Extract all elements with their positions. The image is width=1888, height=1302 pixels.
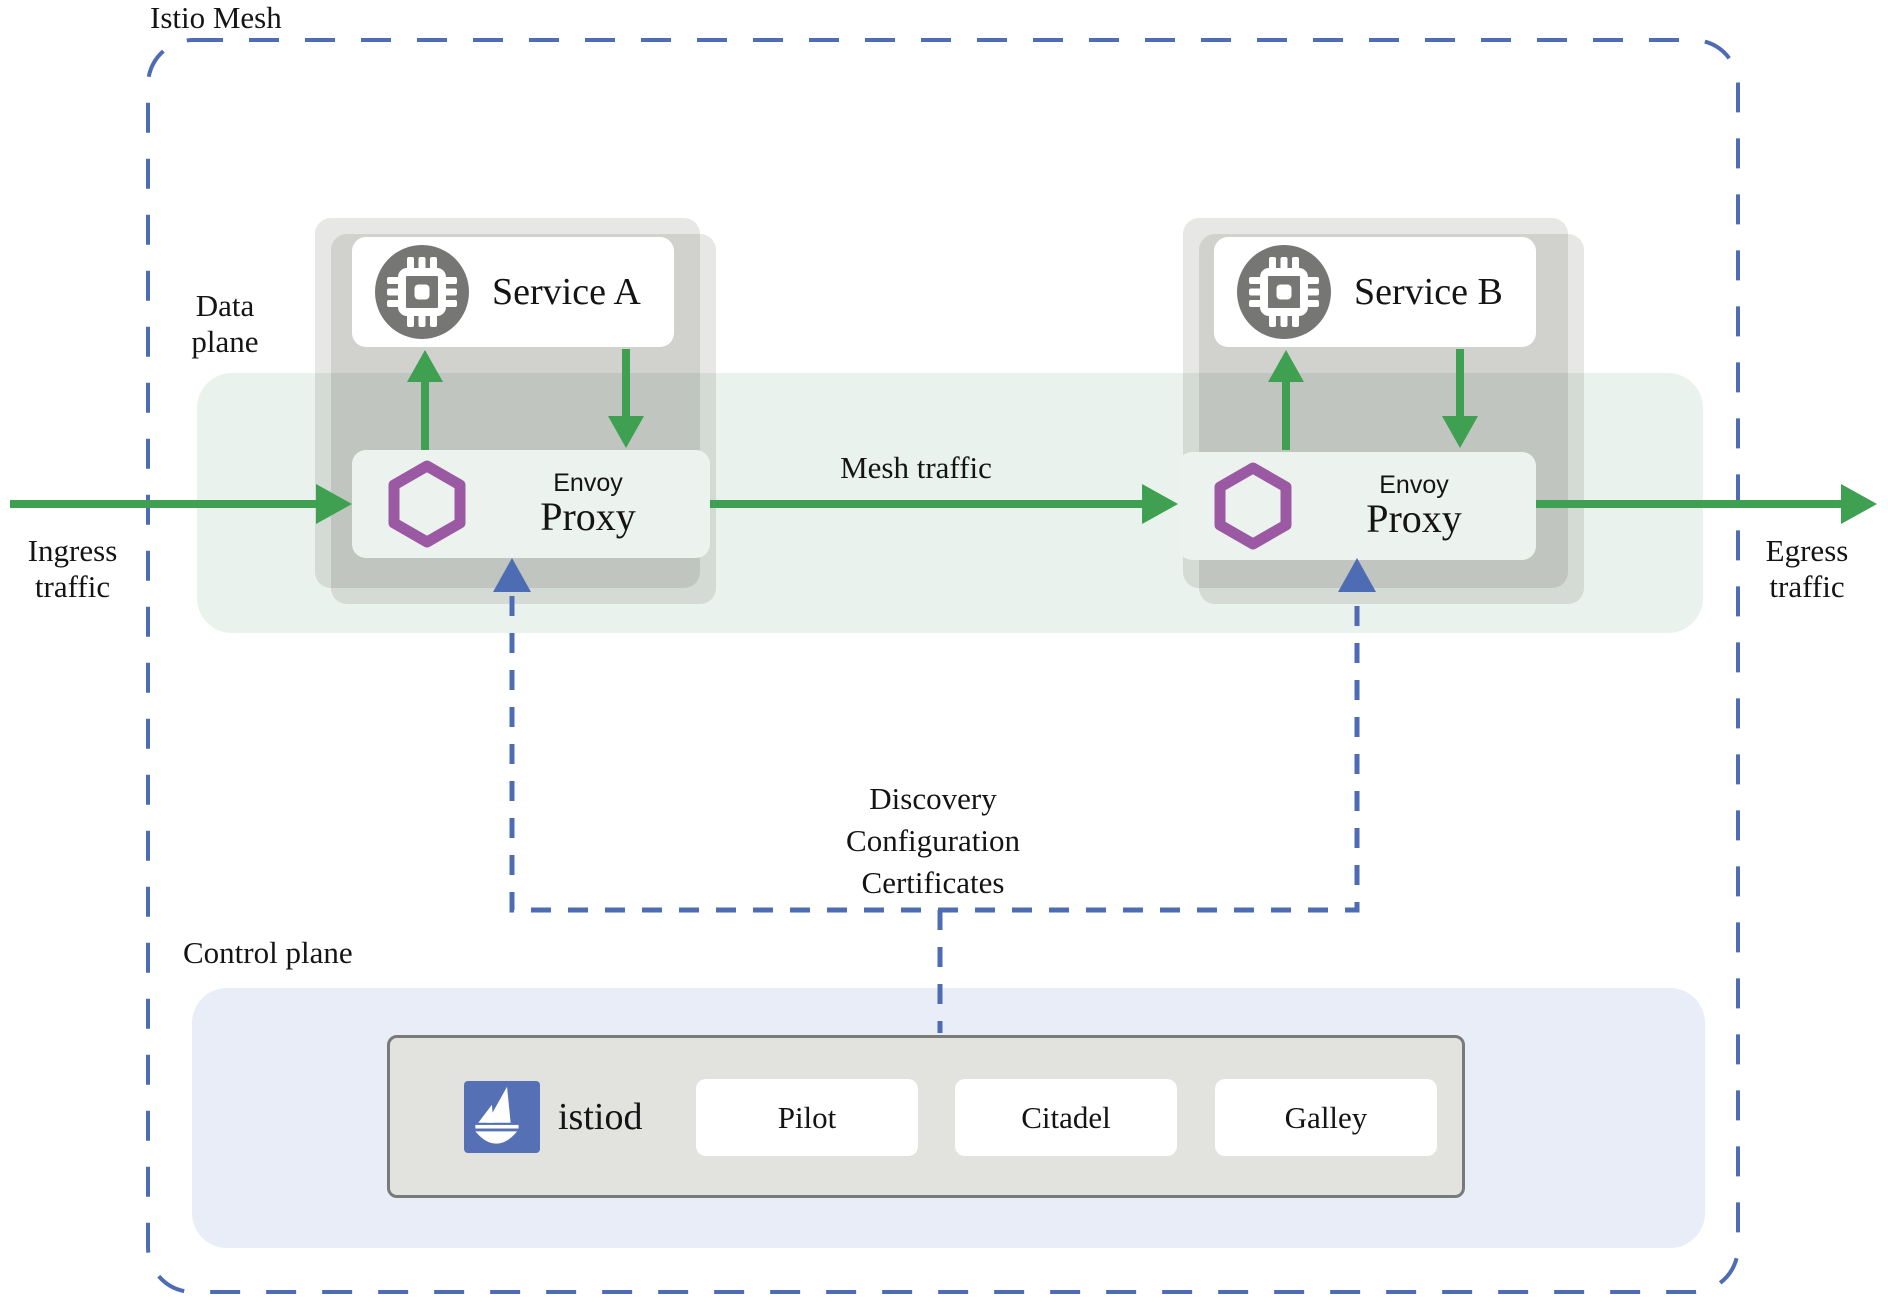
pilot-box: Pilot [696,1079,918,1156]
control-link-line-1: Discovery [869,781,997,816]
istio-logo [464,1080,540,1153]
egress-traffic-label: Egress traffic [1765,533,1849,604]
istio-mesh-label: Istio Mesh [150,0,282,35]
envoy-hexagon-icon [1214,462,1292,550]
galley-box: Galley [1215,1079,1437,1156]
service-a-name: Service A [492,271,641,313]
envoy-label: Envoy [1379,470,1449,499]
envoy-hexagon-icon [388,460,466,548]
citadel-label: Citadel [1021,1099,1111,1135]
pilot-label: Pilot [777,1099,837,1135]
service-chip-icon [375,245,469,339]
istio-sailboat-icon [475,1086,519,1144]
control-link-line-3: Certificates [861,865,1005,900]
service-b-name: Service B [1354,271,1503,313]
istiod-label: istiod [558,1095,643,1138]
envoy-proxy-a-box: Envoy Proxy [352,450,710,558]
control-link-label: Discovery Configuration Certificates [823,778,1043,904]
service-a-box: Service A [352,237,674,347]
data-plane-label: Data plane [191,288,259,359]
proxy-label: Proxy [1366,496,1462,542]
proxy-label: Proxy [540,494,636,540]
galley-label: Galley [1284,1099,1368,1135]
service-b-box: Service B [1214,237,1536,347]
envoy-label: Envoy [553,468,623,497]
ingress-traffic-label: Ingress traffic [27,533,118,604]
mesh-traffic-label: Mesh traffic [840,450,992,485]
envoy-proxy-b-box: Envoy Proxy [1178,452,1536,560]
citadel-box: Citadel [955,1079,1177,1156]
egress-arrowhead-icon [1841,484,1877,524]
control-link-line-2: Configuration [846,823,1020,858]
control-plane-label: Control plane [183,935,353,970]
service-chip-icon [1237,245,1331,339]
